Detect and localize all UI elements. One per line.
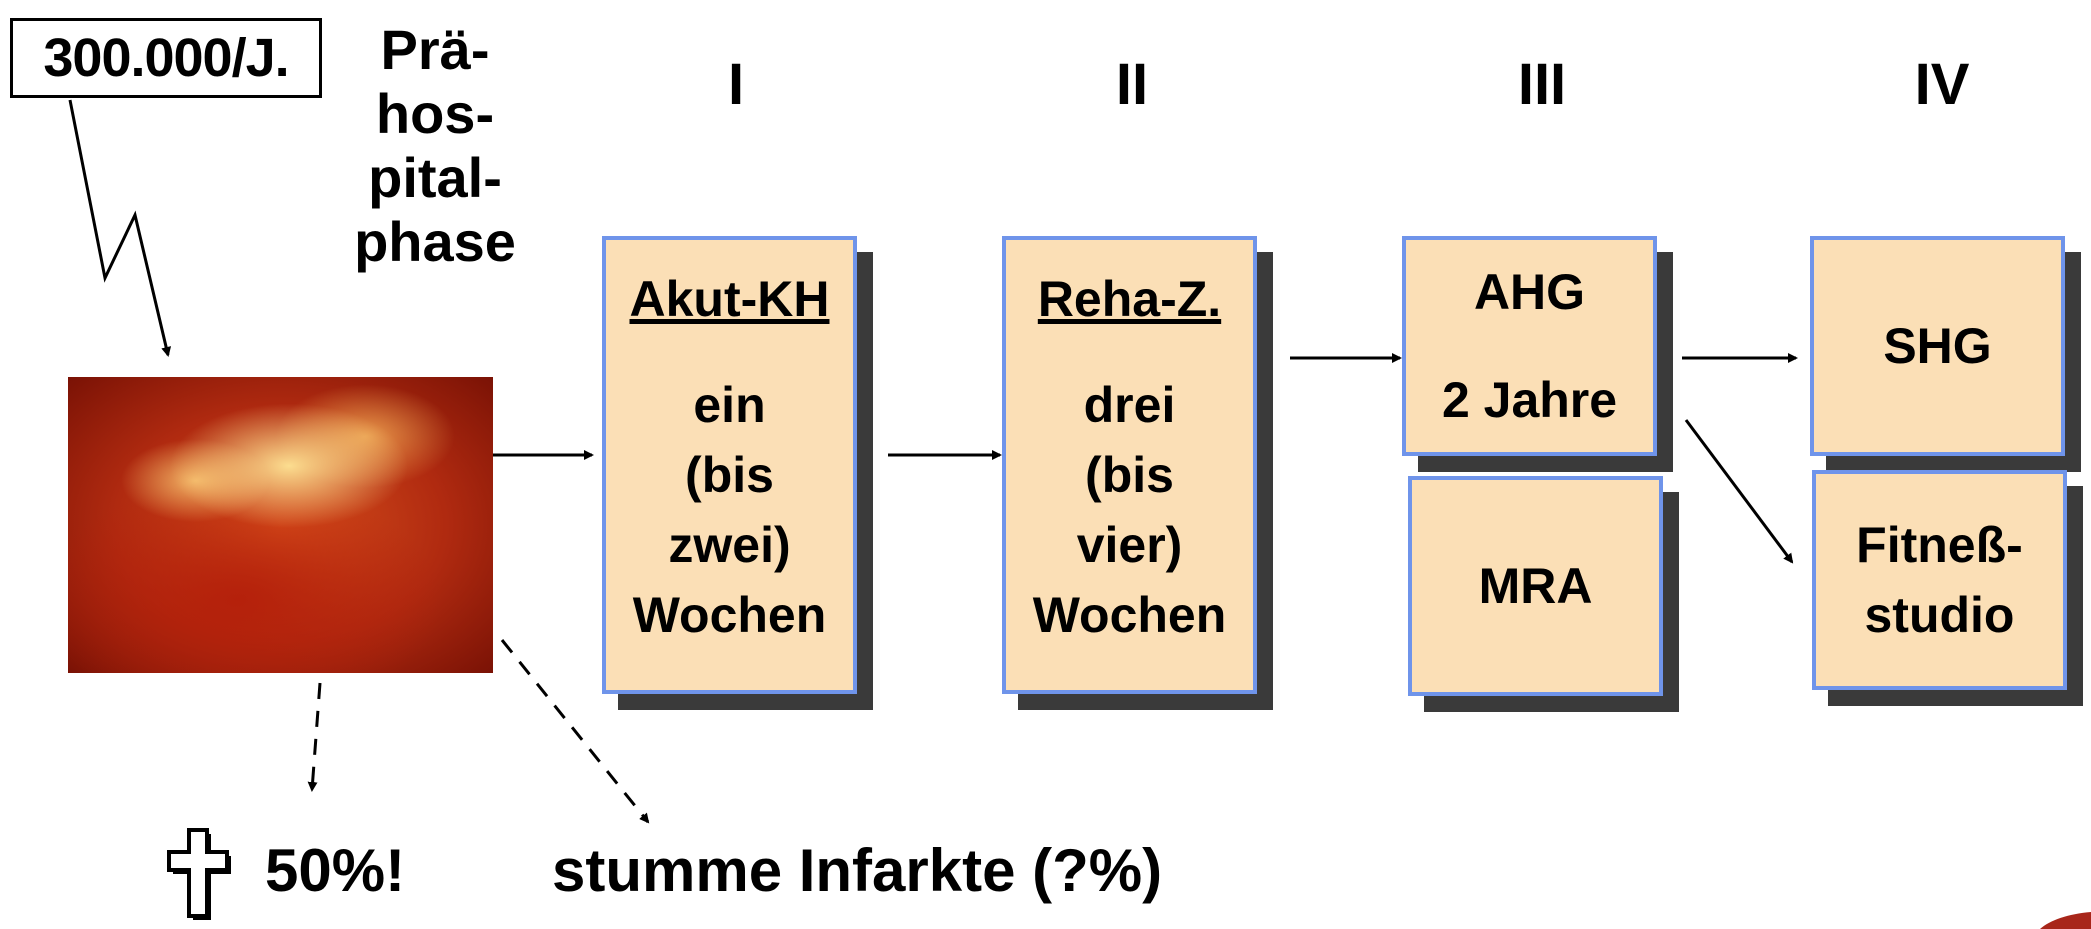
phase-number-3: III bbox=[1517, 52, 1567, 117]
card-line: MRA bbox=[1478, 558, 1593, 614]
annual-count-label: 300.000/J. bbox=[43, 28, 289, 88]
phase-number-4: IV bbox=[1914, 52, 1970, 117]
prehospital-line: Prä- bbox=[380, 18, 490, 81]
lightning-arrow bbox=[68, 99, 172, 357]
card-ahg: AHG 2 Jahre bbox=[1402, 236, 1657, 456]
card-reha-z: Reha-Z. drei (bis vier) Wochen bbox=[1002, 236, 1257, 694]
cross-icon bbox=[167, 828, 231, 920]
card-line: drei bbox=[1083, 377, 1176, 433]
prehospital-phase-label: Prä- hos- pital- phase bbox=[330, 18, 540, 274]
dashed-arrow-to-mortality bbox=[307, 682, 322, 792]
card-title: Reha-Z. bbox=[1037, 271, 1222, 327]
infarct-photo bbox=[68, 377, 493, 673]
card-mra: MRA bbox=[1408, 476, 1663, 696]
corner-mark bbox=[2040, 912, 2091, 929]
mortality-value: 50%! bbox=[265, 837, 406, 904]
card-title: Akut-KH bbox=[629, 271, 830, 327]
card-fitness-studio: Fitneß- studio bbox=[1812, 470, 2067, 690]
prehospital-line: hos- bbox=[375, 82, 495, 145]
card-line: zwei) bbox=[668, 517, 791, 573]
card-line: studio bbox=[1864, 587, 2015, 643]
card-akut-kh: Akut-KH ein (bis zwei) Wochen bbox=[602, 236, 857, 694]
silent-infarcts-label: stumme Infarkte (?%) bbox=[552, 837, 1163, 904]
dashed-arrow-to-silent bbox=[500, 639, 650, 824]
card-line: Wochen bbox=[632, 587, 827, 643]
card-line: (bis bbox=[1085, 447, 1174, 503]
prehospital-line: pital- bbox=[368, 146, 502, 209]
card-shg: SHG bbox=[1810, 236, 2065, 456]
card-line: Fitneß- bbox=[1856, 517, 2023, 573]
card-line: ein bbox=[693, 377, 766, 433]
arrow-ahg-to-fitness bbox=[1684, 419, 1794, 564]
phase-number-1: I bbox=[727, 52, 745, 117]
card-line: 2 Jahre bbox=[1441, 372, 1618, 428]
card-line: (bis bbox=[685, 447, 774, 503]
phase-number-2: II bbox=[1115, 52, 1149, 117]
card-line: AHG bbox=[1473, 264, 1586, 320]
prehospital-line: phase bbox=[354, 210, 516, 273]
card-line: vier) bbox=[1076, 517, 1183, 573]
card-line: SHG bbox=[1883, 318, 1992, 374]
card-line: Wochen bbox=[1032, 587, 1227, 643]
annual-count-box: 300.000/J. bbox=[10, 18, 322, 98]
